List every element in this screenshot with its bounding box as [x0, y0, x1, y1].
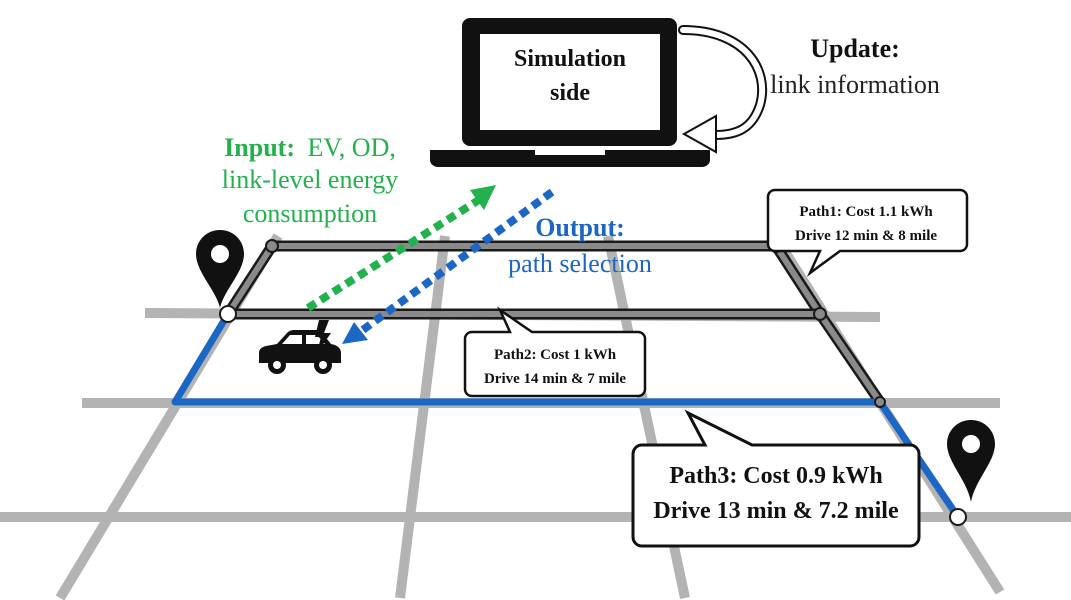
path2-line2: Drive 14 min & 7 mile [484, 371, 626, 387]
path1-callout: Path1: Cost 1.1 kWh Drive 12 min & 8 mil… [766, 188, 969, 277]
path3-line2: Drive 13 min & 7.2 mile [653, 498, 899, 524]
circular-arrow-icon [678, 25, 768, 154]
map-pin-icon [947, 420, 995, 502]
input-label-line1: Input: EV, OD, [224, 133, 396, 162]
output-arrow-head [342, 322, 368, 344]
road-v2 [395, 235, 450, 599]
laptop-icon [430, 18, 710, 167]
output-arrow [357, 188, 555, 336]
input-label-line2: link-level energy [222, 165, 398, 194]
input-label-bold: Input: [224, 133, 295, 162]
laptop-screen-subtitle: side [550, 80, 590, 106]
path3-line1: Path3: Cost 0.9 kWh [669, 463, 882, 489]
update-text: link information [770, 70, 940, 99]
path2-callout: Path2: Cost 1 kWh Drive 14 min & 7 mile [463, 306, 647, 398]
output-label-line2: path selection [508, 249, 652, 278]
laptop-screen-title: Simulation [514, 46, 626, 72]
origin-node [219, 305, 237, 323]
electric-car-icon [259, 320, 341, 374]
input-arrow-head [470, 185, 496, 210]
map-pin-icon [196, 230, 244, 308]
input-label-line3: consumption [243, 199, 377, 228]
input-arrow [305, 194, 485, 312]
update-label: Update: [810, 34, 900, 63]
destination-node [949, 508, 967, 526]
path1-line1: Path1: Cost 1.1 kWh [799, 204, 933, 220]
path1-line2: Drive 12 min & 8 mile [795, 228, 937, 244]
path2-line1: Path2: Cost 1 kWh [494, 347, 617, 363]
path3-callout: Path3: Cost 0.9 kWh Drive 13 min & 7.2 m… [631, 409, 921, 548]
output-label: Output: [535, 213, 625, 242]
input-label-rest: EV, OD, [307, 133, 395, 162]
